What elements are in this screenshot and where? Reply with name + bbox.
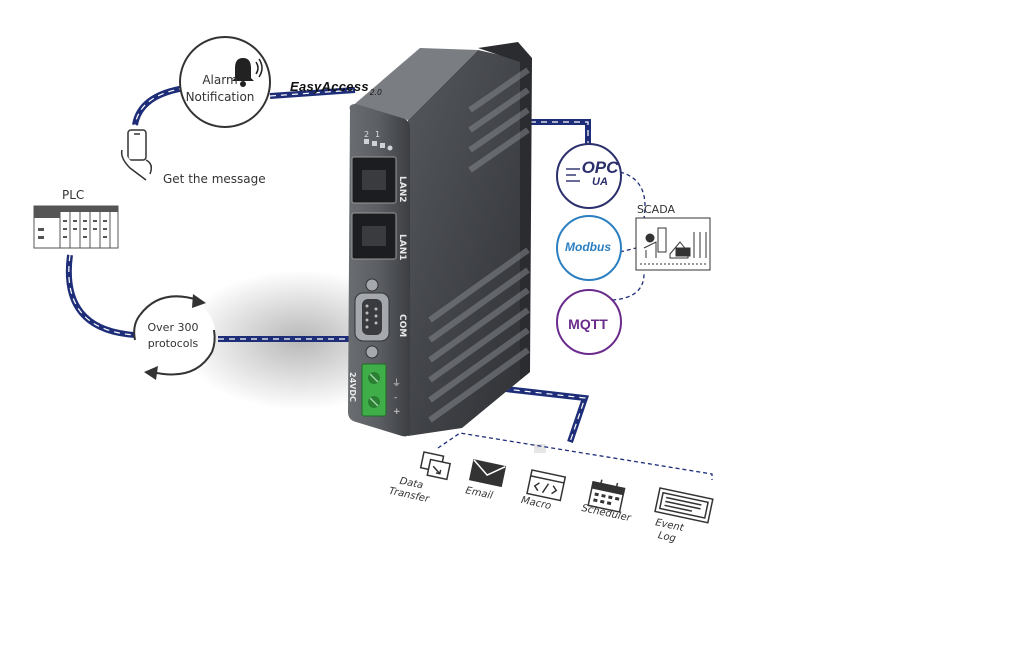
scada-icon	[635, 217, 711, 271]
get-message-label: Get the message	[163, 172, 266, 186]
phone-hand-icon	[120, 129, 153, 181]
led-label-2: 2	[364, 130, 370, 139]
macro-icon	[526, 469, 567, 502]
led-label-1: 1	[375, 130, 381, 139]
data-transfer-icon	[419, 451, 452, 481]
opc-ua-graphic-icon	[566, 168, 580, 182]
modbus-logo: Modbus	[565, 240, 611, 254]
protocols-label: Over 300 protocols	[147, 321, 199, 350]
email-icon	[468, 459, 507, 488]
svg-text:+: +	[393, 407, 401, 417]
scheduler-icon	[587, 479, 626, 513]
svg-text:⏚: ⏚	[392, 378, 401, 389]
alarm-notification-label: Alarm Notification	[185, 73, 255, 104]
protocols-cycle-icon	[133, 294, 216, 380]
lan1-port-label: LAN1	[397, 234, 407, 261]
mqtt-logo: MQTT	[568, 316, 608, 332]
easyaccess-brand: EasyAccess2.0	[290, 79, 382, 97]
gateway-device: ⏚ - +	[348, 42, 532, 437]
svg-text:-: -	[394, 393, 397, 403]
bell-icon	[232, 58, 263, 87]
opc-ua-circle	[556, 143, 622, 209]
plc-icon	[33, 205, 119, 249]
power-port-label: 24VDC	[348, 372, 357, 402]
mqtt-circle	[556, 289, 622, 355]
lan2-port-label: LAN2	[397, 176, 407, 203]
opc-ua-logo: OPC UA	[581, 158, 619, 188]
com-port-label: COM	[397, 314, 407, 338]
scada-label: SCADA	[637, 203, 675, 216]
plc-label: PLC	[62, 188, 85, 202]
event-log-icon	[654, 487, 714, 524]
modbus-circle	[556, 215, 622, 281]
